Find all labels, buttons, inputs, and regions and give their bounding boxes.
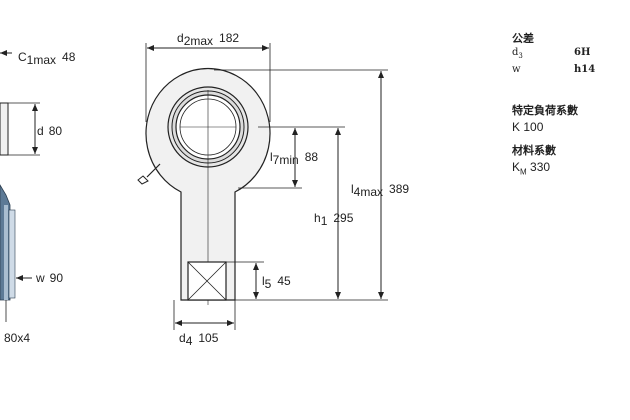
load-rating-value: K 100 [512,120,544,134]
load-rating-heading: 特定負荷系數 [512,104,578,117]
tolerance-row-w: w h14 [512,64,596,75]
section-thread [8,209,16,299]
dimension-lines [145,43,388,330]
section-shank-highlight [4,205,8,300]
grease-nipple [137,163,161,185]
spec-panel: 公差 d3 6H w h14 特定負荷系數 K 100 材料系數 KM 330 [512,30,630,176]
thread-label: 80x4 [4,331,30,345]
section-bearing-shell [0,102,9,156]
rod-end-body [137,67,271,305]
material-factor-heading: 材料系數 [512,144,556,157]
material-factor-value: KM 330 [512,160,551,177]
section-view [0,50,40,322]
tolerance-heading: 公差 [512,32,534,45]
tolerance-row-d3: d3 6H [512,47,591,60]
